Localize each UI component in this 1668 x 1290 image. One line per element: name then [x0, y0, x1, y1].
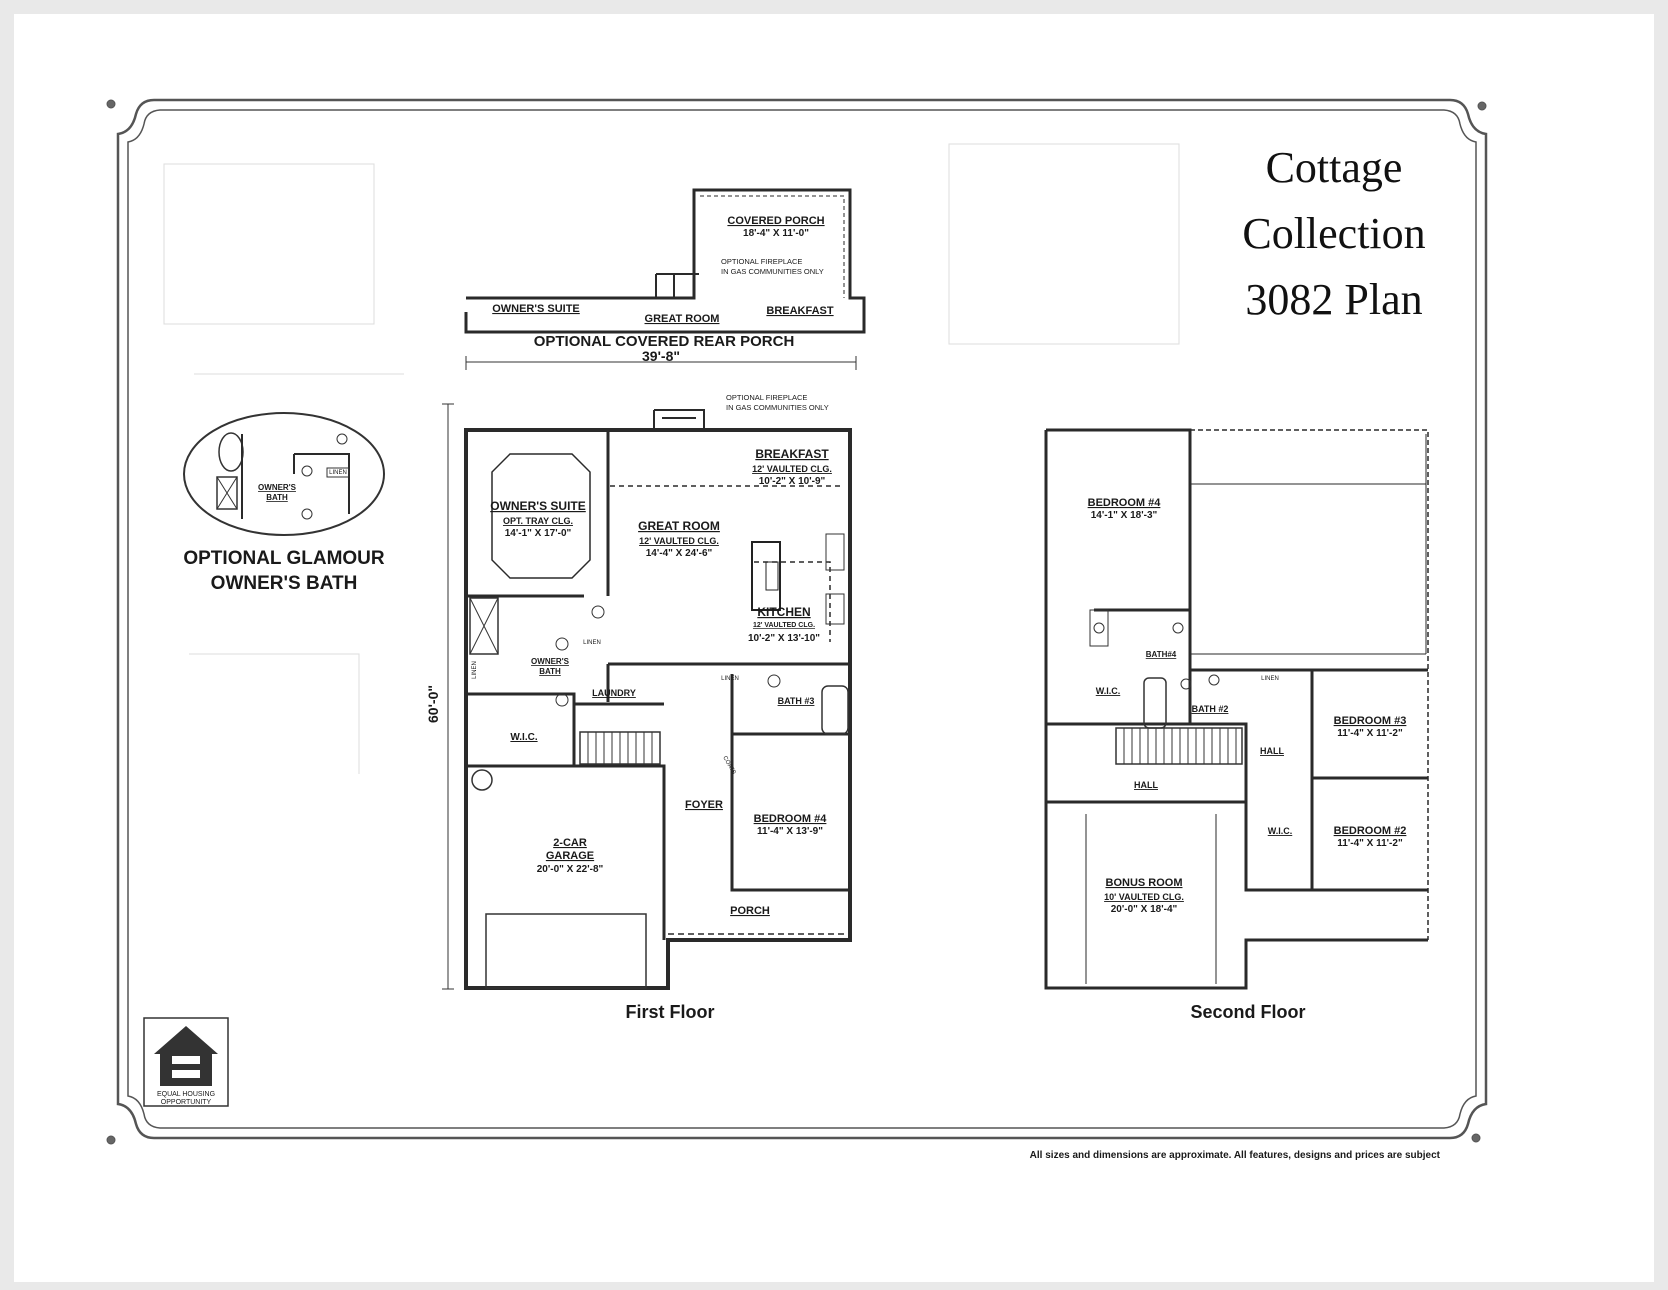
ff-linen-bath3: LINEN [721, 676, 739, 682]
first-floor-width-dim: 39'-8" [642, 348, 680, 364]
ff-laundry-label: LAUNDRY [592, 688, 636, 698]
ff-breakfast-label: BREAKFAST [755, 447, 829, 461]
rear-fireplace-note-1: OPTIONAL FIREPLACE [721, 257, 802, 266]
first-floor-caption: First Floor [626, 1002, 715, 1022]
ff-bedroom4-dim: 11'-4" X 13'-9" [757, 826, 823, 837]
glamour-bath-caption-2: OWNER'S BATH [211, 573, 358, 594]
sf-bedroom2-label: BEDROOM #2 [1334, 825, 1407, 837]
glamour-bath-label-2: BATH [266, 493, 288, 502]
second-floor-caption: Second Floor [1190, 1002, 1305, 1022]
sf-bonus-room-clg: 10' VAULTED CLG. [1104, 892, 1184, 902]
ff-great-room-label: GREAT ROOM [638, 519, 720, 533]
sf-bonus-room-label: BONUS ROOM [1106, 877, 1183, 889]
ff-owners-suite-label: OWNER'S SUITE [490, 499, 586, 513]
sf-bedroom3-label: BEDROOM #3 [1334, 715, 1407, 727]
disclaimer-text: All sizes and dimensions are approximate… [1030, 1150, 1441, 1161]
first-floor-depth-dim: 60'-0" [425, 685, 441, 723]
bleed-through-marks [163, 143, 1180, 774]
plan-title: Cottage Collection 3082 Plan [1242, 143, 1425, 324]
ff-kitchen-dim: 10'-2" X 13'-10" [748, 633, 820, 644]
ff-linen-label: LINEN [583, 640, 601, 646]
logo-line-2: OPPORTUNITY [161, 1099, 212, 1106]
sf-bedroom3-dim: 11'-4" X 11'-2" [1337, 728, 1403, 739]
ff-linen-side-label: LINEN [472, 661, 478, 679]
floor-plan-drawing: Cottage Collection 3082 Plan COVERED POR… [106, 98, 1488, 1161]
ff-owners-bath-1: OWNER'S [531, 657, 570, 666]
title-line-2: Collection [1242, 209, 1425, 258]
glamour-bath-label-1: OWNER'S [258, 483, 297, 492]
rear-owners-suite-label: OWNER'S SUITE [492, 303, 580, 315]
glamour-bath-option: OWNER'S BATH LINEN OPTIONAL GLAMOUR OWNE… [183, 412, 385, 594]
rear-covered-porch-label: COVERED PORCH [727, 215, 824, 227]
rear-covered-porch-dim: 18'-4" X 11'-0" [743, 228, 809, 239]
frame-rivet [106, 99, 116, 109]
sf-linen-label: LINEN [1261, 676, 1279, 682]
frame-rivet [1477, 101, 1487, 111]
ff-foyer-label: FOYER [685, 799, 723, 811]
ff-stairs [579, 731, 661, 765]
ff-fireplace-note-2: IN GAS COMMUNITIES ONLY [726, 403, 829, 412]
ff-bath3-label: BATH #3 [778, 696, 815, 706]
sf-hall-left: HALL [1134, 780, 1158, 790]
logo-line-1: EQUAL HOUSING [157, 1091, 215, 1098]
ff-wic-label: W.I.C. [510, 732, 537, 743]
ff-garage-label-2: GARAGE [546, 850, 594, 862]
sf-bath4-label: BATH#4 [1146, 650, 1177, 659]
ff-porch-label: PORCH [730, 905, 770, 917]
decorative-frame [106, 98, 1488, 1145]
ff-great-room-clg: 12' VAULTED CLG. [639, 536, 719, 546]
first-floor-plan: 39'-8" 60'-0" OPTIONAL FIREPLACE IN GAS … [425, 348, 857, 1022]
sf-bedroom2-dim: 11'-4" X 11'-2" [1337, 838, 1403, 849]
title-line-3: 3082 Plan [1245, 275, 1422, 324]
sf-bonus-room-dim: 20'-0" X 18'-4" [1111, 904, 1178, 915]
rear-porch-caption: OPTIONAL COVERED REAR PORCH [534, 333, 795, 350]
sf-hall-right: HALL [1260, 746, 1284, 756]
ff-great-room-dim: 14'-4" X 24'-6" [646, 548, 713, 559]
ff-kitchen-clg: 12' VAULTED CLG. [753, 622, 815, 629]
ff-bedroom4-label: BEDROOM #4 [754, 813, 828, 825]
glamour-bath-caption-1: OPTIONAL GLAMOUR [183, 548, 385, 569]
ff-owners-suite-clg: OPT. TRAY CLG. [503, 516, 573, 526]
brochure-page: Cottage Collection 3082 Plan COVERED POR… [14, 14, 1654, 1282]
ff-garage-label-1: 2-CAR [553, 837, 587, 849]
ff-breakfast-dim: 10'-2" X 10'-9" [759, 476, 826, 487]
ff-garage-dim: 20'-0" X 22'-8" [537, 864, 604, 875]
title-line-1: Cottage [1266, 143, 1403, 192]
second-floor-plan: BEDROOM #4 14'-1" X 18'-3" BATH#4 W.I.C.… [1044, 428, 1429, 1022]
sf-bedroom4-dim: 14'-1" X 18'-3" [1091, 510, 1158, 521]
glamour-bath-linen: LINEN [329, 470, 347, 476]
sf-wic-label: W.I.C. [1096, 686, 1121, 696]
sf-bath2-label: BATH #2 [1192, 704, 1229, 714]
rear-great-room-label: GREAT ROOM [645, 313, 720, 325]
sf-wic2-label: W.I.C. [1268, 826, 1293, 836]
frame-rivet [1471, 1133, 1481, 1143]
ff-kitchen-label: KITCHEN [757, 605, 810, 619]
sf-stairs [1115, 727, 1243, 765]
rear-porch-plan: COVERED PORCH 18'-4" X 11'-0" OPTIONAL F… [464, 188, 866, 350]
ff-breakfast-clg: 12' VAULTED CLG. [752, 464, 832, 474]
rear-breakfast-label: BREAKFAST [766, 305, 834, 317]
ff-fireplace-note-1: OPTIONAL FIREPLACE [726, 393, 807, 402]
sf-bedroom4-label: BEDROOM #4 [1088, 497, 1162, 509]
rear-fireplace-note-2: IN GAS COMMUNITIES ONLY [721, 267, 824, 276]
ff-owners-bath-2: BATH [539, 667, 561, 676]
frame-rivet [106, 1135, 116, 1145]
ff-owners-suite-dim: 14'-1" X 17'-0" [505, 528, 572, 539]
equal-housing-logo: EQUAL HOUSING OPPORTUNITY [143, 1017, 229, 1107]
ff-coats-label: COATS [721, 755, 736, 776]
